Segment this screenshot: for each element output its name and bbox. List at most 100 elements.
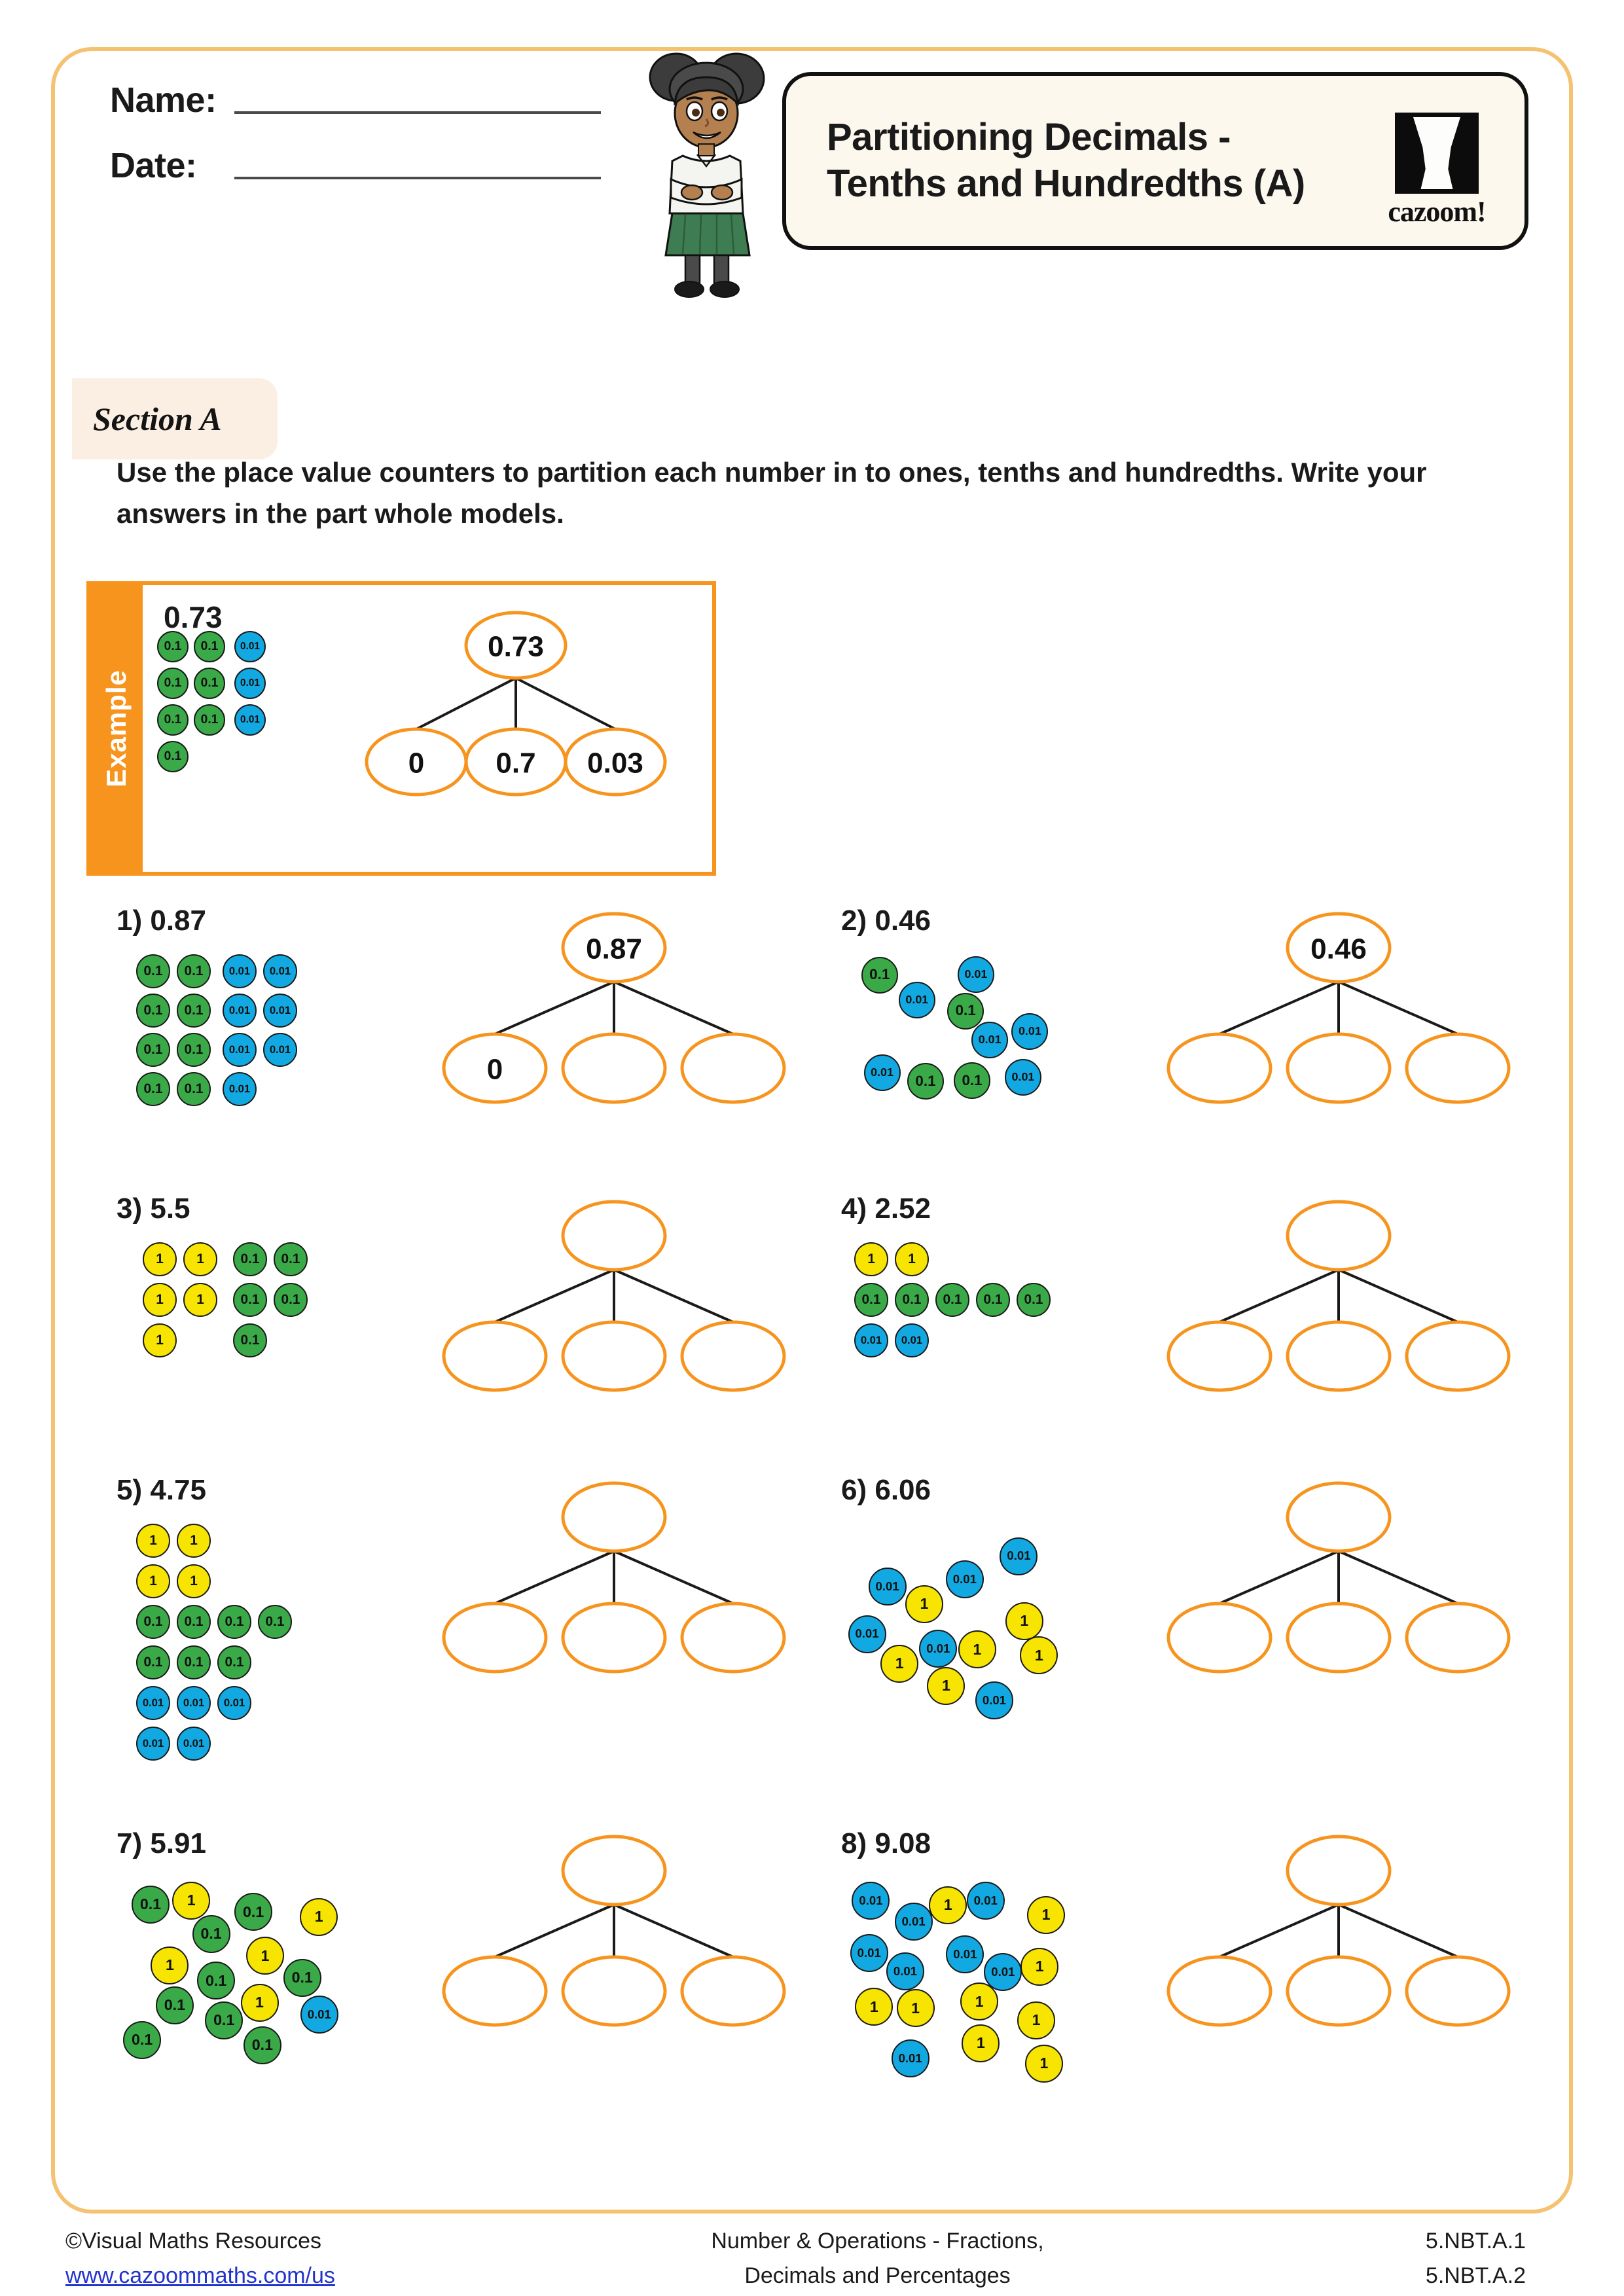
hundredths-counter: 0.01: [848, 1615, 886, 1653]
ones-counter: 1: [240, 1983, 279, 2022]
section-badge: Section A: [72, 378, 278, 459]
part-whole-part-oval-3-value: 0.03: [587, 747, 643, 780]
part-whole-connector: [1338, 1268, 1458, 1323]
hundredths-counter: 0.01: [894, 1903, 933, 1941]
ones-counter: 1: [143, 1283, 177, 1317]
ones-counter: 1: [896, 1989, 935, 2028]
ones-counter: 1: [927, 1666, 965, 1705]
part-whole-part-oval-3[interactable]: [1405, 1032, 1511, 1104]
part-whole-total-oval[interactable]: [561, 912, 667, 984]
part-whole-diagram: [1166, 1835, 1511, 2027]
part-whole-part-oval-1[interactable]: [442, 1320, 548, 1392]
part-whole-part-oval-3[interactable]: [680, 1320, 786, 1392]
tenths-counter: 0.1: [935, 1283, 969, 1317]
part-whole-part-oval-3[interactable]: [564, 727, 667, 797]
part-whole-part-oval-1[interactable]: [1166, 1955, 1272, 2027]
question-4-label: 4) 2.52: [841, 1193, 931, 1225]
hundredths-counter: 0.01: [946, 1935, 984, 1973]
question-5-part-whole-model: [418, 1474, 810, 1736]
part-whole-connector: [1338, 980, 1458, 1035]
part-whole-part-oval-3[interactable]: [680, 1955, 786, 2027]
tenths-counter: 0.1: [243, 2026, 281, 2064]
part-whole-part-oval-1[interactable]: [1166, 1032, 1272, 1104]
part-whole-total-oval[interactable]: [1286, 1481, 1392, 1553]
part-whole-part-oval-2[interactable]: [1286, 1032, 1392, 1104]
part-whole-total-oval[interactable]: [561, 1835, 667, 1907]
part-whole-part-oval-2[interactable]: [561, 1320, 667, 1392]
part-whole-part-oval-1[interactable]: [1166, 1602, 1272, 1674]
part-whole-connector: [416, 677, 516, 730]
part-whole-part-oval-3[interactable]: [1405, 1320, 1511, 1392]
example-tab-label: Example: [101, 670, 132, 787]
part-whole-part-oval-1[interactable]: [442, 1602, 548, 1674]
part-whole-part-oval-2[interactable]: [1286, 1320, 1392, 1392]
part-whole-part-oval-3[interactable]: [680, 1032, 786, 1104]
tenths-counter: 0.1: [895, 1283, 929, 1317]
hundredths-counter: 0.01: [223, 994, 257, 1028]
tenths-counter: 0.1: [258, 1605, 292, 1639]
part-whole-part-oval-1[interactable]: [442, 1955, 548, 2027]
footer-standard-code-2: 5.NBT.A.2: [1425, 2263, 1526, 2288]
student-mascot-illustration: [649, 52, 765, 298]
part-whole-part-oval-2[interactable]: [561, 1032, 667, 1104]
part-whole-part-oval-1-value: 0: [487, 1054, 503, 1086]
part-whole-part-oval-2[interactable]: [561, 1602, 667, 1674]
hundredths-counter: 0.01: [234, 631, 266, 662]
hundredths-counter: 0.01: [223, 954, 257, 988]
name-label: Name:: [110, 81, 217, 120]
part-whole-part-oval-3[interactable]: [1405, 1955, 1511, 2027]
question-1-label: 1) 0.87: [117, 905, 206, 937]
part-whole-part-oval-2[interactable]: [561, 1955, 667, 2027]
part-whole-part-oval-3[interactable]: [1405, 1602, 1511, 1674]
hundredths-counter: 0.01: [975, 1681, 1013, 1720]
part-whole-part-oval-3[interactable]: [680, 1602, 786, 1674]
part-whole-connector: [1219, 980, 1339, 1035]
question-2-part-whole-model: 0.46: [1142, 905, 1535, 1166]
student-info-block: Name: Date:: [110, 80, 601, 211]
part-whole-total-oval[interactable]: [1286, 1200, 1392, 1272]
tenths-counter: 0.1: [194, 631, 225, 662]
part-whole-connector: [613, 1903, 734, 1958]
ones-counter: 1: [1024, 2045, 1063, 2083]
part-whole-total-oval[interactable]: [1286, 1835, 1392, 1907]
name-input-line[interactable]: [234, 111, 601, 114]
tenths-counter: 0.1: [157, 704, 189, 736]
part-whole-total-oval[interactable]: [1286, 912, 1392, 984]
part-whole-diagram: [1166, 1200, 1511, 1392]
date-label: Date:: [110, 146, 197, 185]
hundredths-counter: 0.01: [852, 1882, 890, 1920]
part-whole-total-oval[interactable]: [464, 611, 568, 680]
part-whole-connector: [613, 1550, 734, 1605]
part-whole-diagram: [442, 1200, 786, 1392]
hundredths-counter: 0.01: [863, 1054, 901, 1091]
part-whole-part-oval-2[interactable]: [1286, 1955, 1392, 2027]
hundredths-counter: 0.01: [177, 1686, 211, 1720]
part-whole-part-oval-1[interactable]: [442, 1032, 548, 1104]
part-whole-connector: [613, 980, 734, 1035]
hundredths-counter: 0.01: [263, 954, 297, 988]
part-whole-diagram: [442, 1481, 786, 1674]
part-whole-connector: [494, 1550, 615, 1605]
question-7-part-whole-model: [418, 1827, 810, 2089]
part-whole-connector: [1338, 1550, 1458, 1605]
hundredths-counter: 0.01: [1000, 1537, 1038, 1575]
part-whole-part-oval-1[interactable]: [1166, 1320, 1272, 1392]
hundredths-counter: 0.01: [1011, 1013, 1049, 1050]
date-input-line[interactable]: [234, 177, 601, 179]
tenths-counter: 0.1: [136, 994, 170, 1028]
part-whole-connector: [494, 1903, 615, 1958]
part-whole-total-oval[interactable]: [561, 1481, 667, 1553]
hundredths-counter: 0.01: [234, 704, 266, 736]
part-whole-diagram: [442, 1835, 786, 2027]
tenths-counter: 0.1: [177, 994, 211, 1028]
footer-website-link[interactable]: www.cazoommaths.com/us: [65, 2263, 335, 2288]
footer-copyright: ©Visual Maths Resources: [65, 2229, 322, 2253]
part-whole-total-oval[interactable]: [561, 1200, 667, 1272]
part-whole-part-oval-2[interactable]: [1286, 1602, 1392, 1674]
tenths-counter: 0.1: [283, 1959, 321, 1998]
